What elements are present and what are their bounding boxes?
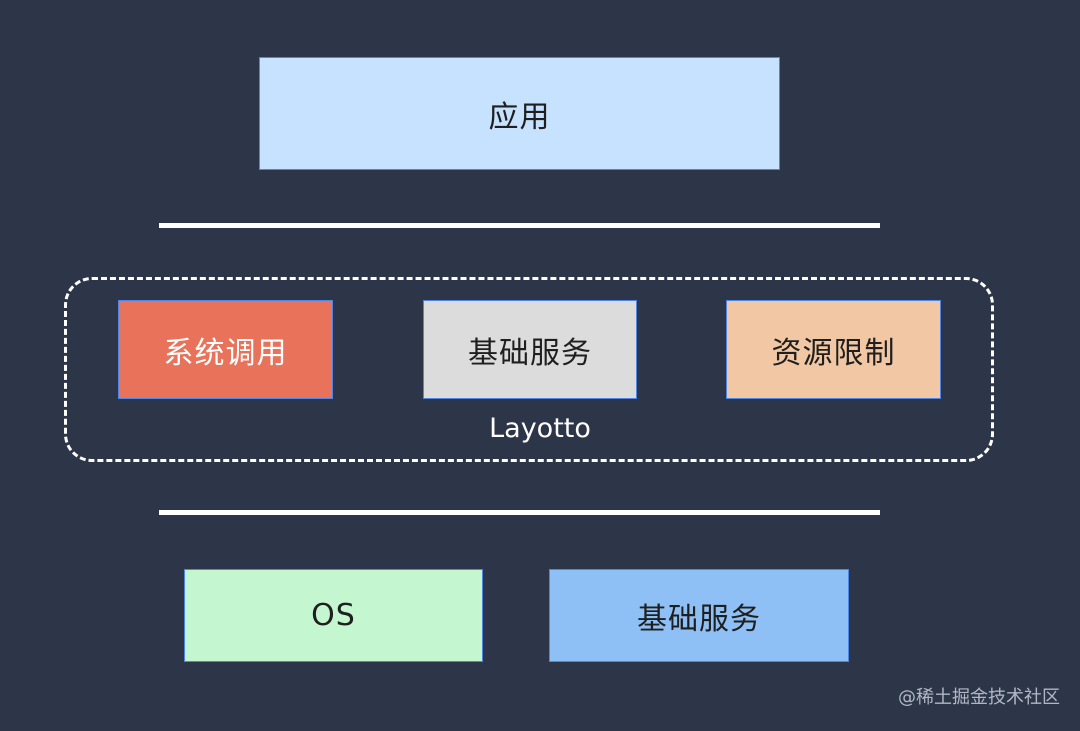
layotto-group <box>64 277 994 462</box>
app-box-label: 应用 <box>488 99 551 135</box>
layotto-item-syscall: 系统调用 <box>118 300 333 399</box>
layotto-item-label: 资源限制 <box>771 335 896 371</box>
layotto-item-resource-limit: 资源限制 <box>726 300 941 399</box>
layotto-item-label: 系统调用 <box>163 335 288 371</box>
layotto-label: Layotto <box>489 413 591 444</box>
app-box: 应用 <box>259 57 780 170</box>
base-service-box-label: 基础服务 <box>637 601 761 637</box>
os-box: OS <box>184 569 483 662</box>
lower-divider-line <box>159 510 880 515</box>
watermark-text: @稀土掘金技术社区 <box>898 687 1060 708</box>
os-box-label: OS <box>311 598 356 633</box>
layotto-item-label: 基础服务 <box>468 335 592 371</box>
base-service-box: 基础服务 <box>549 569 849 662</box>
upper-divider-line <box>159 223 880 228</box>
layotto-item-base-service: 基础服务 <box>423 300 637 399</box>
